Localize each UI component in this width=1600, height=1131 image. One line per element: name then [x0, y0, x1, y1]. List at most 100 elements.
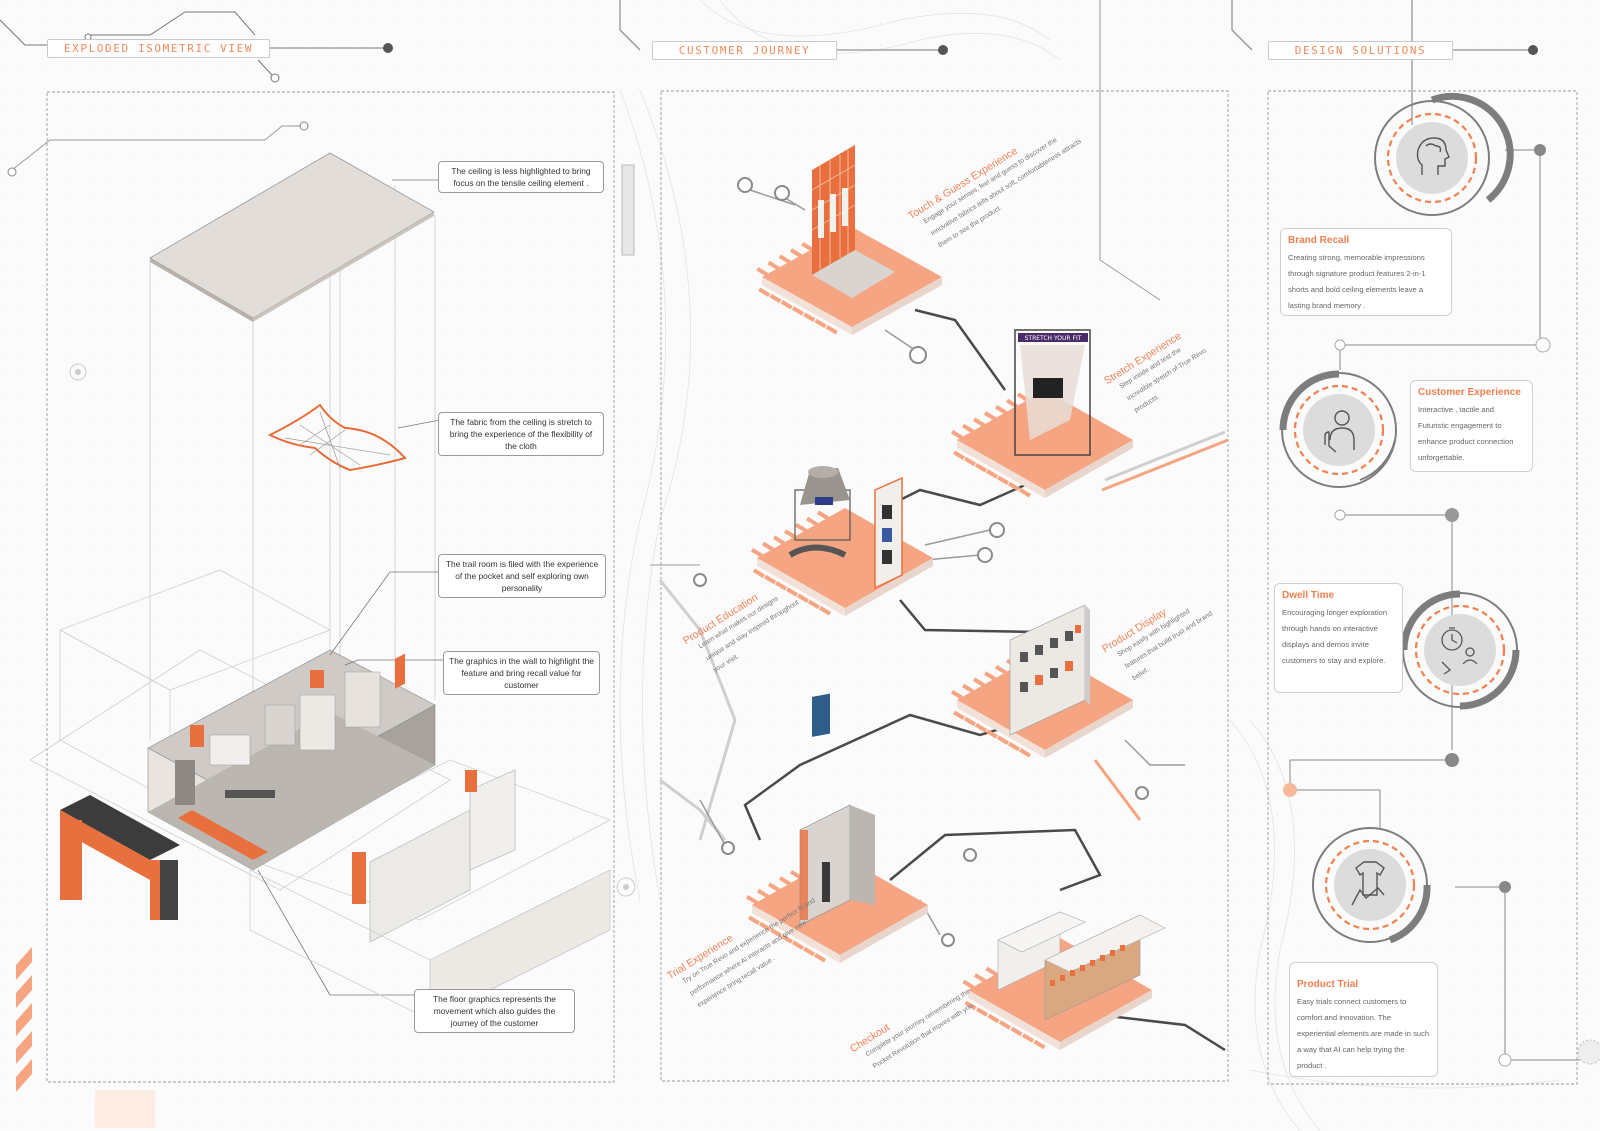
platform-side: [762, 277, 852, 335]
platform-stripe: [818, 606, 832, 616]
stopwatch-people-icon: [1441, 627, 1478, 675]
platform-stripe: [963, 456, 977, 467]
touch-hand-icon: [1324, 410, 1355, 453]
platform-side: [752, 905, 840, 963]
card-body: Easy trials connect customers to comfort…: [1297, 997, 1430, 1070]
card-title: Product Trial: [1297, 979, 1359, 990]
section-tag-exploded-view: EXPLODED ISOMETRIC VIEW: [47, 39, 270, 58]
platform-stripe: [972, 417, 986, 427]
callout-ceiling: The ceiling is less highlighted to bring…: [438, 161, 604, 193]
platform-stripe: [996, 475, 1010, 485]
platform-stripe: [780, 934, 794, 944]
platform-stripe: [778, 876, 792, 886]
platform-stripe: [758, 921, 772, 932]
platform-stripe: [985, 966, 998, 977]
platform-stripe: [985, 469, 999, 479]
exploded-isometric-drawing: [29, 152, 611, 1021]
platform-stripe: [1021, 1033, 1035, 1043]
platform-stripe: [814, 318, 827, 329]
platform-stripe: [950, 430, 964, 440]
platform-stripe: [796, 593, 810, 603]
platform-stripe: [962, 979, 975, 990]
section-tag-design-solutions: DESIGN SOLUTIONS: [1268, 41, 1453, 60]
platform-stripe: [972, 677, 986, 687]
platform-stripe: [745, 895, 759, 905]
platform-side: [1045, 700, 1133, 758]
platform-stripe: [772, 535, 786, 545]
panel-customer-journey: [660, 90, 1229, 1082]
platform-stripe: [780, 300, 793, 310]
platform-side: [1060, 990, 1152, 1050]
customer-experience-ring: [1279, 370, 1397, 488]
card-body: Creating strong, memorable impressions t…: [1288, 253, 1426, 310]
card-dwell-time: Dwell Time Encouraging longer exploratio…: [1274, 583, 1403, 693]
stretch-screen-text: STRETCH YOUR FIT: [1025, 335, 1082, 342]
platform-stripe: [963, 716, 977, 727]
platform-stripe: [750, 548, 764, 558]
platform-stripe: [756, 267, 769, 277]
platform-stripe: [1007, 741, 1021, 752]
tshirt-hand-icon: [1351, 861, 1385, 906]
platform-stripe: [789, 248, 803, 258]
platform-stripe: [761, 541, 775, 552]
platform-stripe: [794, 523, 808, 533]
platform-stripe: [975, 1007, 989, 1017]
platform-stripe: [825, 325, 838, 335]
platform-stripe: [758, 287, 771, 297]
platform-stripe: [996, 735, 1010, 745]
callout-trial-room: The trail room is filed with the experie…: [438, 554, 606, 598]
platform-stripe: [973, 973, 987, 983]
platform-side: [845, 558, 933, 616]
platform-stripe: [983, 671, 997, 681]
platform-stripe: [785, 587, 799, 597]
panel-exploded-view: [46, 91, 615, 1083]
platform-stripe: [1033, 1039, 1046, 1050]
card-brand-recall: Brand Recall Creating strong, memorable …: [1280, 228, 1452, 316]
platform-stripe: [767, 260, 780, 271]
platform-stripe: [763, 574, 777, 585]
header-connectors: [0, 0, 1530, 120]
platform-side: [968, 990, 1060, 1050]
card-product-trial: Product Trial Easy trials connect custom…: [1289, 962, 1438, 1077]
platform-stripe: [1007, 481, 1021, 492]
platform-side: [957, 700, 1045, 758]
orange-stripe-marks: [16, 947, 32, 1092]
platform-stripe: [813, 953, 827, 963]
platform-stripe: [805, 516, 819, 527]
platform-stripe: [974, 463, 988, 473]
platform-side: [840, 905, 928, 963]
platform-stripe: [778, 254, 791, 264]
platform-stripe: [994, 665, 1008, 675]
platform-stripe: [987, 1013, 1000, 1024]
panel-design-solutions: [1267, 90, 1578, 1085]
platform-stripe: [747, 915, 761, 925]
platform-stripe: [816, 510, 830, 520]
journey-path-lines: [658, 189, 1229, 1052]
platform-stripe: [983, 411, 997, 421]
platform-stripe: [803, 312, 816, 322]
brand-recall-ring: [1374, 92, 1514, 216]
platform-stripe: [994, 405, 1008, 415]
platform-stripe: [964, 1000, 977, 1011]
platform-stripe: [1018, 488, 1032, 498]
platform-stripe: [952, 450, 966, 460]
platform-stripe: [783, 529, 797, 539]
card-title: Customer Experience: [1418, 387, 1521, 398]
dwell-time-ring: [1400, 590, 1520, 710]
card-body: Encouraging longer exploration through h…: [1282, 608, 1388, 665]
platform-stripe: [1010, 1026, 1023, 1037]
platform-stripe: [950, 690, 964, 700]
platform-stripe: [791, 306, 805, 316]
section-tag-customer-journey: CUSTOMER JOURNEY: [652, 41, 837, 60]
platform-stripe: [767, 882, 781, 892]
platform-stripe: [801, 242, 814, 252]
platform-side: [1045, 440, 1133, 498]
platform-stripe: [774, 581, 788, 591]
card-title: Brand Recall: [1288, 235, 1350, 246]
platform-stripe: [802, 946, 816, 957]
platform-side: [852, 277, 942, 335]
platform-stripe: [791, 940, 805, 950]
platform-stripe: [961, 683, 975, 694]
brain-head-icon: [1416, 137, 1450, 175]
